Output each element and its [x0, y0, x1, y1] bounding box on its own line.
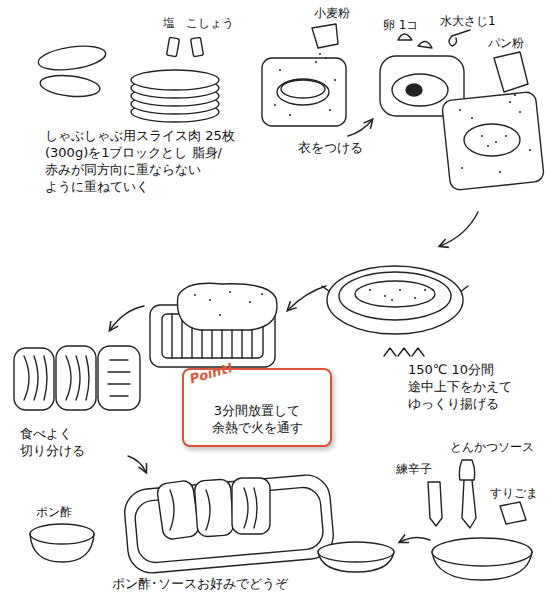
ingredient-label: ポン酢: [36, 505, 72, 521]
step-note: しゃぶしゃぶ用スライス肉 25枚(300g)を1ブロックとし 脂身/赤みが同方向…: [45, 128, 260, 196]
ingredient-label: 水大さじ1: [440, 14, 496, 30]
point-callout: Point!3分間放置して 余熱で火を通す: [182, 368, 332, 447]
ingredient-label: 塩: [163, 16, 175, 32]
ingredient-label: パン粉: [488, 36, 524, 52]
ingredient-label: すりごま: [490, 486, 538, 502]
ingredient-label: 練辛子: [396, 462, 432, 478]
ingredient-label: こしょう: [186, 16, 234, 32]
ingredient-label: 小麦粉: [314, 6, 350, 22]
serving-note: ポン酢･ソースお好みでどうぞ: [112, 576, 288, 593]
ingredient-label: とんかつソース: [450, 440, 534, 456]
callout-text: 3分間放置して 余熱で火を通す: [207, 403, 307, 437]
ingredient-label: 卵 1コ: [383, 18, 418, 34]
step-note: 150℃ 10分間 途中上下をかえて ゆっくり揚げる: [408, 362, 526, 413]
step-note: 食べよく 切り分ける: [20, 426, 98, 460]
step-note: 衣をつける: [298, 140, 363, 157]
